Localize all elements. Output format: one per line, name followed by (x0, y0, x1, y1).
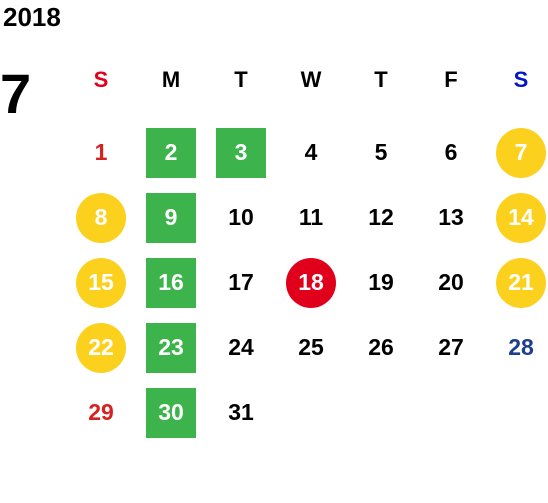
calendar-day-17: 17 (228, 269, 254, 295)
weekday-monday: M (161, 67, 181, 92)
weekday-friday: F (444, 67, 458, 92)
calendar-day-cell[interactable]: 1 (66, 120, 136, 185)
calendar-day-cell[interactable]: 12 (346, 185, 416, 250)
calendar-day-cell[interactable]: 22 (66, 315, 136, 380)
calendar-day-cell[interactable]: 18 (276, 250, 346, 315)
calendar-day-cell[interactable]: 26 (346, 315, 416, 380)
weekday-wednesday: W (300, 67, 322, 92)
calendar-day-11: 11 (298, 204, 324, 230)
calendar-day-21: 21 (496, 257, 546, 308)
calendar-day-cell[interactable]: 15 (66, 250, 136, 315)
calendar-day-cell[interactable]: 27 (416, 315, 486, 380)
calendar-day-cell[interactable]: 5 (346, 120, 416, 185)
calendar-day-9: 9 (146, 192, 196, 243)
calendar-day-20: 20 (438, 269, 464, 295)
year-label: 2018 (3, 2, 61, 32)
calendar-day-cell[interactable]: 8 (66, 185, 136, 250)
month-label: 7 (0, 62, 32, 125)
calendar-day-22: 22 (76, 322, 126, 373)
calendar-day-23: 23 (146, 322, 196, 373)
calendar-day-cell[interactable]: 30 (136, 380, 206, 445)
calendar-day-3: 3 (216, 127, 266, 178)
calendar-day-cell[interactable]: 10 (206, 185, 276, 250)
calendar-day-cell[interactable]: 25 (276, 315, 346, 380)
calendar-day-31: 31 (228, 399, 254, 425)
calendar-day-12: 12 (368, 204, 394, 230)
calendar-day-cell[interactable]: 28 (486, 315, 548, 380)
calendar-day-14: 14 (496, 192, 546, 243)
calendar-day-cell[interactable]: 19 (346, 250, 416, 315)
calendar-day-29: 29 (88, 399, 114, 425)
calendar-day-cell[interactable]: 17 (206, 250, 276, 315)
calendar-day-27: 27 (438, 334, 464, 360)
calendar-day-13: 13 (438, 204, 464, 230)
calendar-day-cell[interactable]: 13 (416, 185, 486, 250)
calendar-day-cell[interactable]: 11 (276, 185, 346, 250)
calendar-day-cell[interactable]: 29 (66, 380, 136, 445)
calendar-day-cell[interactable]: 9 (136, 185, 206, 250)
calendar-day-16: 16 (146, 257, 196, 308)
calendar-day-cell[interactable]: 14 (486, 185, 548, 250)
calendar-day-4: 4 (304, 139, 318, 165)
weekday-thursday: T (374, 67, 388, 92)
calendar-day-cell[interactable]: 23 (136, 315, 206, 380)
calendar-day-28: 28 (508, 334, 534, 360)
calendar-day-7: 7 (496, 127, 546, 178)
calendar-day-30: 30 (146, 387, 196, 438)
calendar-day-cell[interactable]: 31 (206, 380, 276, 445)
calendar-day-25: 25 (298, 334, 324, 360)
weekday-header: S M T W T F S (66, 60, 548, 100)
calendar-day-10: 10 (228, 204, 254, 230)
calendar-day-cell[interactable]: 4 (276, 120, 346, 185)
calendar-day-24: 24 (228, 334, 254, 360)
calendar-day-26: 26 (368, 334, 394, 360)
calendar-day-2: 2 (146, 127, 196, 178)
weekday-tuesday: T (234, 67, 248, 92)
calendar-day-19: 19 (368, 269, 394, 295)
calendar-day-5: 5 (374, 139, 388, 165)
calendar-day-cell[interactable]: 7 (486, 120, 548, 185)
calendar-day-8: 8 (76, 192, 126, 243)
calendar-day-1: 1 (94, 139, 108, 165)
calendar-day-18: 18 (286, 257, 336, 308)
weekday-saturday: S (513, 67, 529, 92)
calendar-day-cell[interactable]: 20 (416, 250, 486, 315)
calendar-day-cell[interactable]: 3 (206, 120, 276, 185)
calendar-day-cell[interactable]: 6 (416, 120, 486, 185)
weekday-sunday: S (93, 67, 109, 92)
calendar-day-15: 15 (76, 257, 126, 308)
calendar-day-cell[interactable]: 21 (486, 250, 548, 315)
calendar-day-cell[interactable]: 24 (206, 315, 276, 380)
calendar-day-6: 6 (444, 139, 458, 165)
calendar-day-cell[interactable]: 2 (136, 120, 206, 185)
calendar-day-cell[interactable]: 16 (136, 250, 206, 315)
